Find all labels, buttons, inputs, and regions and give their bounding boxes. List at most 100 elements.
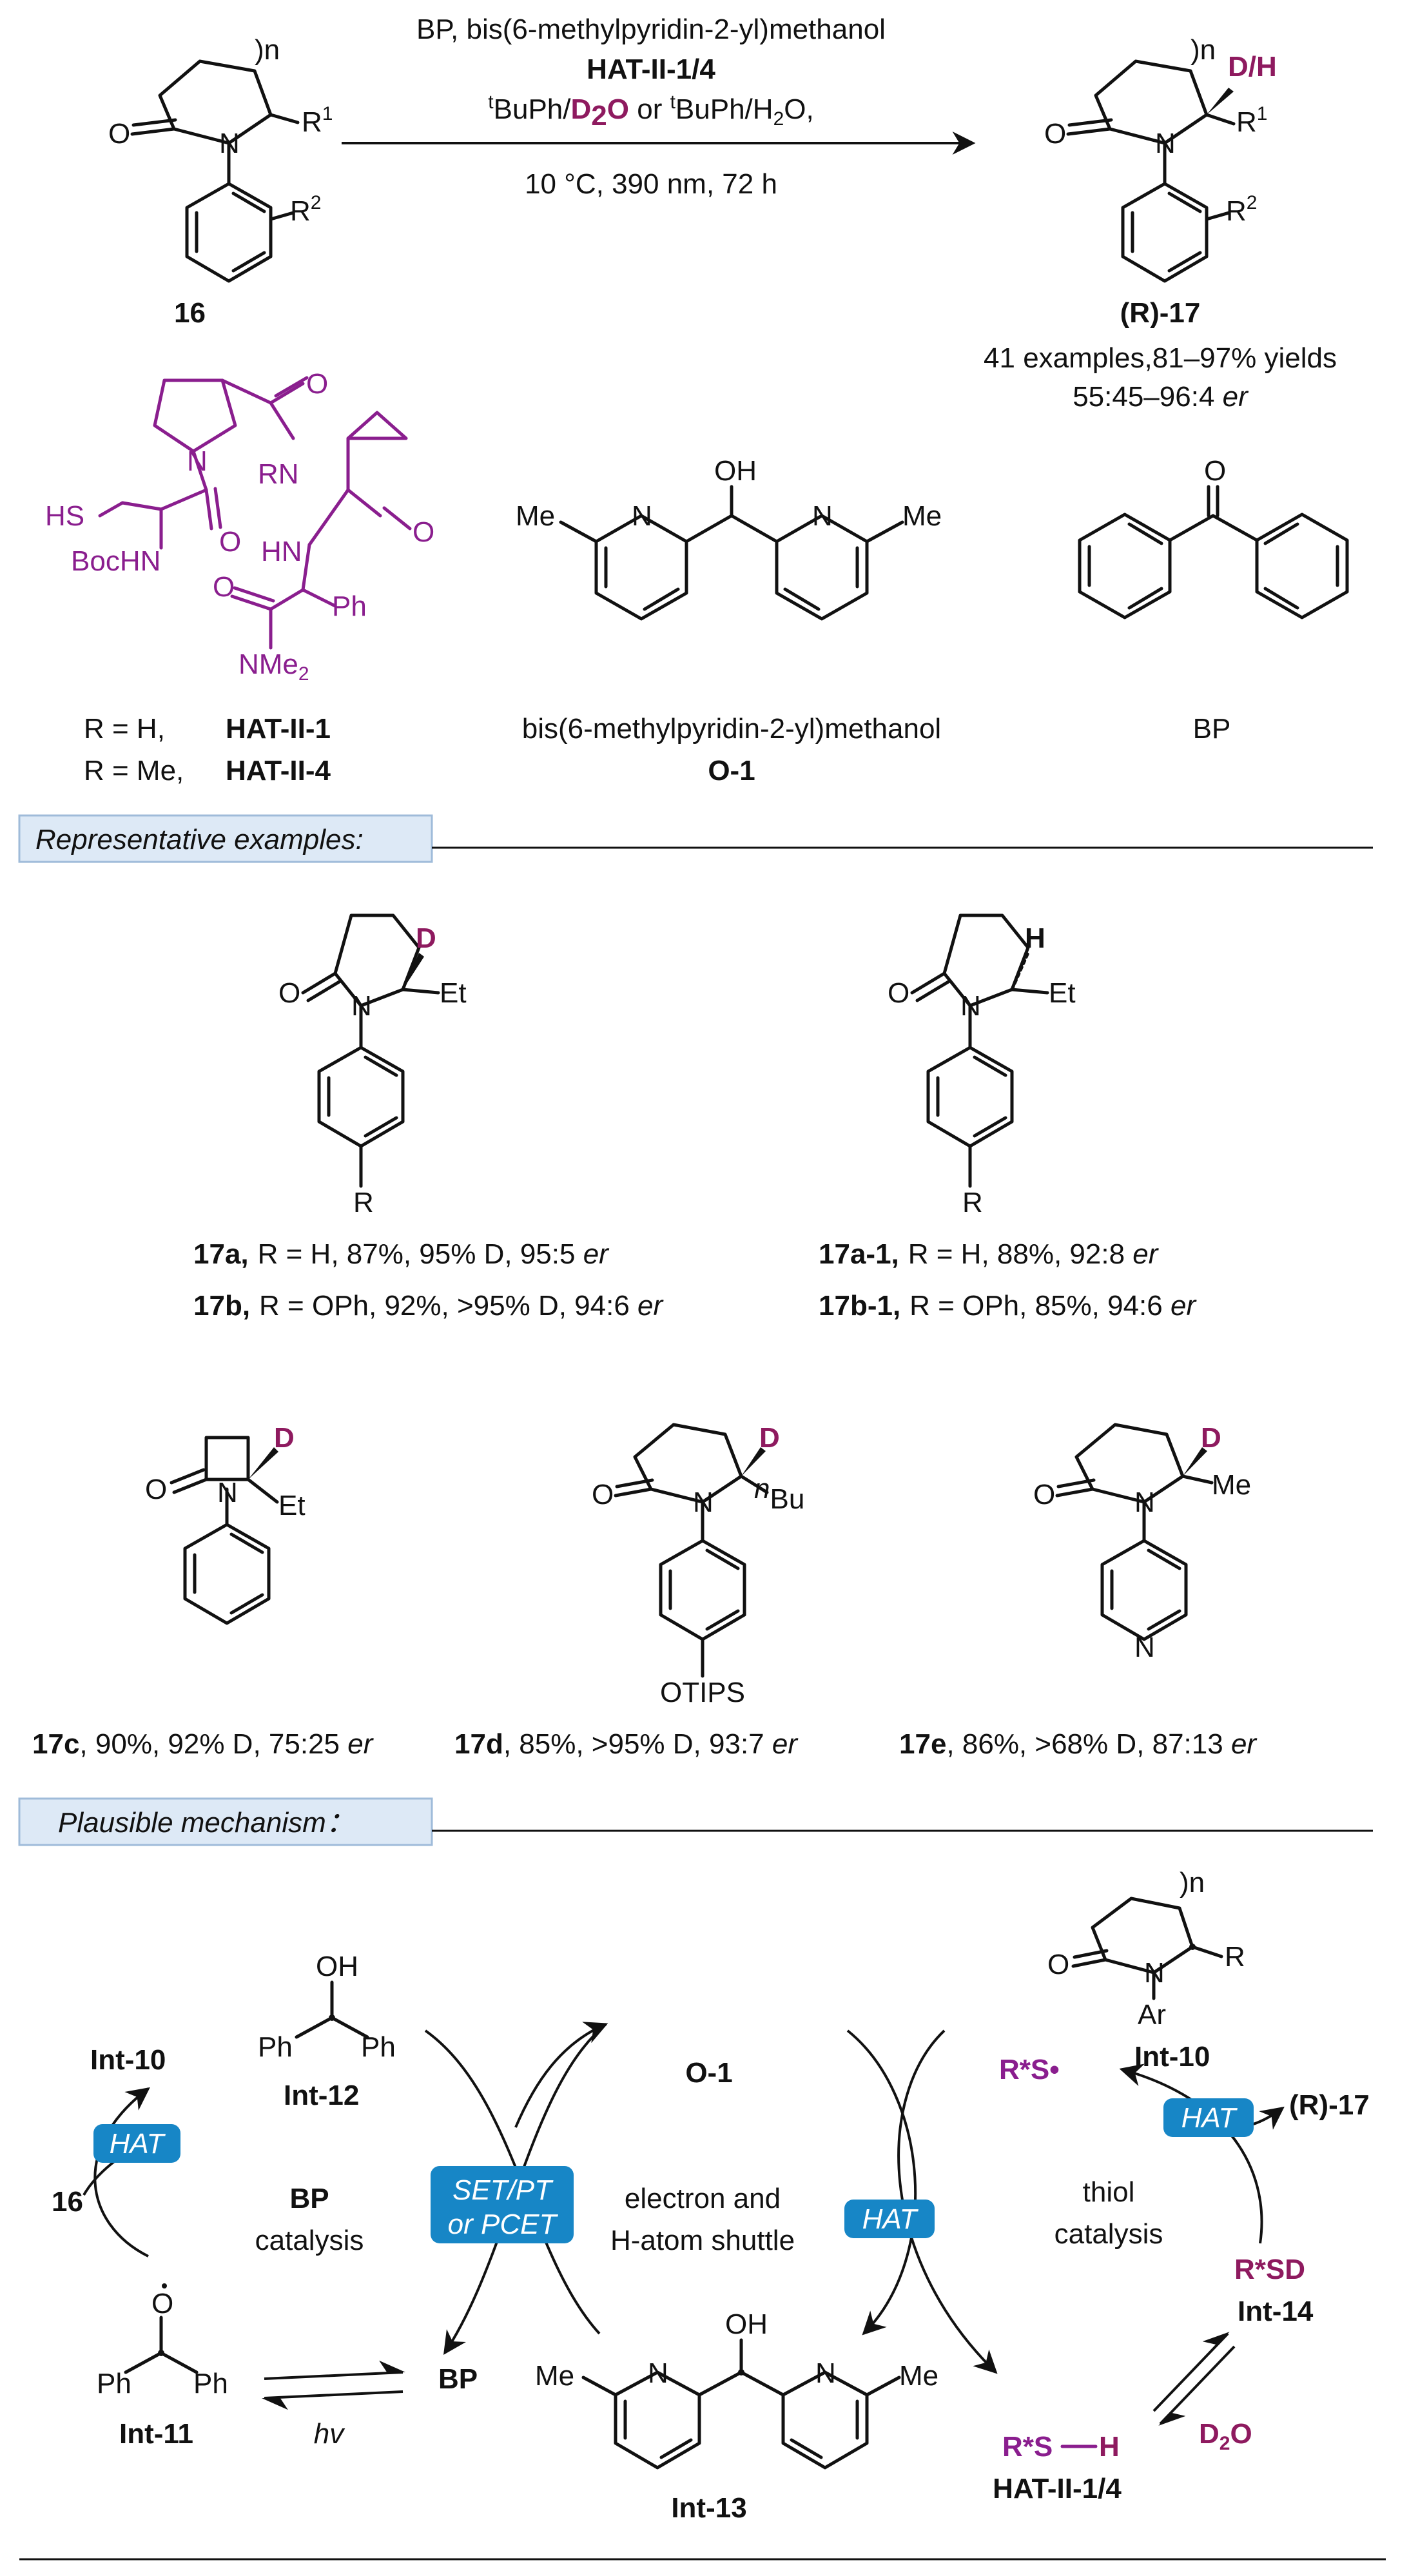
- bp-cat-1: BP: [289, 2183, 329, 2214]
- int13-oh: OH: [725, 2308, 768, 2340]
- hat-ph: Ph: [332, 590, 367, 622]
- int10-n: N: [1144, 1957, 1165, 1989]
- et-label: Et: [278, 1490, 306, 1521]
- r2-label: R2: [1226, 192, 1257, 227]
- d-h-label: D/H: [1228, 51, 1277, 83]
- n: N: [351, 990, 372, 1022]
- o1-n-right: N: [812, 500, 833, 532]
- hat-cat-label: HAT-II-1/4: [993, 2473, 1122, 2504]
- shuttle-1: electron and: [625, 2183, 781, 2214]
- int13-n-right: N: [815, 2357, 836, 2389]
- int11-o: O: [151, 2288, 173, 2319]
- o: O: [888, 977, 909, 1009]
- bp-label: BP: [1193, 713, 1231, 745]
- d-label: D: [274, 1422, 295, 1454]
- label-17a-1: 17a-1,R = H, 88%, 92:8 er: [819, 1238, 1160, 1270]
- example-17d: O N D nBu OTIPS 17d, 85%, >95% D, 93:7 e…: [454, 1422, 804, 1760]
- thiol-1: thiol: [1083, 2176, 1135, 2208]
- ring-size-n: )n: [255, 34, 280, 66]
- o: O: [592, 1479, 614, 1510]
- d2o: D2O: [1199, 2418, 1252, 2454]
- set-pt-2: or PCET: [448, 2209, 559, 2240]
- hat-pill-left: [93, 2124, 180, 2163]
- product-17: O N )n D/H R1 R2 (R)-17 41 examples,81–9…: [984, 34, 1337, 413]
- reaction-conditions: BP, bis(6-methylpyridin-2-yl)methanol HA…: [342, 14, 976, 200]
- conditions-line-2: HAT-II-1/4: [587, 54, 715, 85]
- hat-rn: RN: [258, 458, 299, 490]
- bp-structure: O BP: [1078, 455, 1349, 745]
- ring-size-n: )n: [1190, 34, 1216, 66]
- o1-label: O-1: [708, 755, 755, 786]
- int-13: Int-13: [671, 2492, 746, 2524]
- rs-radical: R*S•: [999, 2054, 1060, 2085]
- int13-n-left: N: [648, 2357, 668, 2389]
- hat-ii-4-label: HAT-II-4: [226, 755, 331, 786]
- int13-me-left: Me: [535, 2360, 574, 2392]
- et-label: Et: [440, 977, 467, 1009]
- set-pt-pill: [431, 2166, 574, 2243]
- o: O: [145, 1474, 167, 1505]
- int12-ph-right: Ph: [361, 2031, 396, 2063]
- example-17a-17b: O N D Et R 17a,R = H, 87%, 95% D, 95:5 e…: [193, 913, 665, 1322]
- conditions-line-1: BP, bis(6-methylpyridin-2-yl)methanol: [416, 14, 886, 45]
- et-label: Et: [1049, 977, 1076, 1009]
- n: N: [1134, 1487, 1155, 1518]
- bp-mech: BP: [438, 2363, 478, 2395]
- int12-ph-left: Ph: [258, 2031, 293, 2063]
- int10-o: O: [1047, 1949, 1069, 1980]
- label-17c: 17c, 90%, 92% D, 75:25 er: [32, 1728, 374, 1760]
- hat-o-1: O: [306, 368, 328, 400]
- hv-label: hv: [314, 2418, 345, 2450]
- scope-summary-2: 55:45–96:4 er: [1073, 381, 1249, 413]
- h-label: H: [1025, 922, 1045, 954]
- int-10-left: Int-10: [90, 2044, 166, 2076]
- r1-label: R1: [1236, 103, 1267, 138]
- o1-name: bis(6-methylpyridin-2-yl)methanol: [522, 713, 941, 745]
- label-17b-1: 17b-1,R = OPh, 85%, 94:6 er: [819, 1290, 1197, 1322]
- int12-oh: OH: [316, 1951, 358, 1982]
- r-17-mech: (R)-17: [1289, 2089, 1370, 2121]
- bp-catalysis-cycle: Int-10 OH Ph Ph Int-12 HAT 16 BP catalys…: [52, 1951, 478, 2450]
- me-label: Me: [1212, 1469, 1251, 1501]
- int11-ph-right: Ph: [193, 2368, 228, 2399]
- rsh-rs: R*S: [1002, 2431, 1053, 2463]
- section-plausible-mechanism: Plausible mechanism：: [18, 1797, 1373, 1846]
- hat-r-me: R = Me,: [84, 755, 184, 786]
- section-title: Representative examples:: [35, 824, 364, 855]
- amide-n: N: [219, 128, 240, 159]
- carbonyl-o: O: [108, 118, 130, 150]
- hat-pill-left-text: HAT: [110, 2128, 166, 2160]
- hat-sh: HS: [45, 500, 84, 532]
- conditions-line-3: tBuPh/D2O or tBuPh/H2O,: [488, 92, 813, 132]
- d-label: D: [1201, 1422, 1221, 1454]
- int13-me-right: Me: [899, 2360, 938, 2392]
- set-pt-1: SET/PT: [452, 2174, 554, 2206]
- hat-bochn: BocHN: [71, 545, 160, 577]
- thiol-catalysis-cycle: O N )n R Ar Int-10 R*S• HAT (R)-17 thiol…: [993, 1867, 1370, 2504]
- d-label: D: [416, 922, 436, 954]
- hat-r-h: R = H,: [84, 713, 165, 745]
- amide-n: N: [1155, 128, 1176, 159]
- bu-label: nBu: [754, 1473, 804, 1515]
- section-representative-examples: Representative examples:: [18, 814, 1373, 863]
- hat-o-4: O: [213, 571, 235, 603]
- hat-pill-right-text: HAT: [1181, 2102, 1238, 2134]
- product-label: (R)-17: [1120, 297, 1201, 329]
- d-label: D: [759, 1422, 780, 1454]
- label-17a: 17a,R = H, 87%, 95% D, 95:5 er: [193, 1238, 610, 1270]
- o: O: [1033, 1479, 1055, 1510]
- o1-n-left: N: [632, 500, 652, 532]
- r2-label: R2: [290, 192, 321, 227]
- hat-o-3: O: [413, 516, 434, 548]
- hat-o-2: O: [219, 526, 241, 558]
- section-title: Plausible mechanism：: [58, 1807, 355, 1839]
- o: O: [278, 977, 300, 1009]
- pyridine-n: N: [1134, 1632, 1155, 1663]
- o1-me-left: Me: [516, 500, 555, 532]
- int-14: Int-14: [1238, 2296, 1314, 2327]
- sm-label: 16: [174, 297, 206, 329]
- shuttle-2: H-atom shuttle: [610, 2225, 795, 2256]
- sm-16: 16: [52, 2186, 83, 2218]
- starting-material-16: O N )n R1 R2 16: [108, 34, 333, 329]
